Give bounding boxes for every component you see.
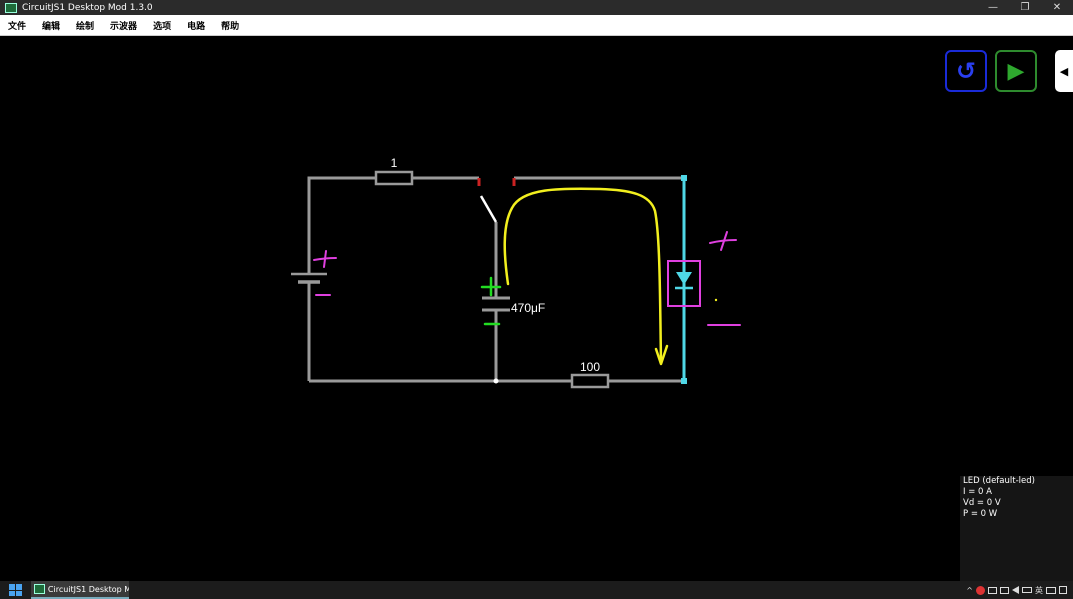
info-power: P = 0 W — [963, 509, 998, 519]
window-controls: — ❐ ✕ — [977, 0, 1073, 15]
maximize-button[interactable]: ❐ — [1020, 2, 1030, 13]
info-voltage: Vd = 0 V — [963, 498, 1001, 508]
battery-polarity-marks — [313, 250, 337, 296]
tray-ime-label[interactable]: 英 — [1035, 585, 1043, 595]
circuit-canvas[interactable]: 1 100 470μF ↺ ▶ — [0, 36, 1073, 581]
menu-circuits[interactable]: 电路 — [187, 21, 206, 32]
wires — [307, 176, 684, 383]
led-polarity-marks — [707, 231, 741, 326]
taskbar-app-circuitjs[interactable]: CircuitJS1 Desktop M... — [31, 581, 129, 599]
app-icon — [5, 2, 17, 13]
capacitor-polarity-marks — [480, 276, 502, 326]
tray-battery-icon[interactable] — [1022, 587, 1032, 593]
menu-scopes[interactable]: 示波器 — [110, 21, 138, 32]
close-button[interactable]: ✕ — [1052, 2, 1062, 13]
junction-node — [493, 378, 499, 384]
reset-button[interactable]: ↺ — [945, 50, 987, 92]
sidebar-toggle[interactable]: ◀ — [1055, 50, 1073, 92]
tray-network-icon[interactable] — [1000, 586, 1009, 594]
taskbar: CircuitJS1 Desktop M... ^ 英 — [0, 581, 1073, 599]
menu-draw[interactable]: 绘制 — [76, 21, 95, 32]
capacitor[interactable] — [482, 296, 510, 312]
current-flow-arrow — [503, 187, 669, 366]
menu-bar: 文件 编辑 绘制 示波器 选项 电路 帮助 — [0, 15, 1073, 36]
resistor-top-label: 1 — [391, 156, 398, 170]
tray-notification-icon[interactable] — [1059, 586, 1067, 594]
tray-display-icon[interactable] — [988, 586, 997, 594]
menu-edit[interactable]: 编辑 — [42, 21, 61, 32]
minimize-button[interactable]: — — [988, 2, 998, 13]
battery[interactable] — [291, 272, 327, 284]
resistor-bottom[interactable] — [570, 373, 610, 389]
led-highlight-box — [667, 260, 701, 307]
capacitor-label: 470μF — [511, 301, 545, 315]
title-bar: CircuitJS1 Desktop Mod 1.3.0 — ❐ ✕ — [0, 0, 1073, 15]
windows-start-icon[interactable] — [9, 584, 23, 596]
run-stop-button[interactable]: ▶ — [995, 50, 1037, 92]
element-info-panel: LED (default-led) I = 0 A Vd = 0 V P = 0… — [960, 476, 1073, 581]
resistor-top[interactable] — [374, 170, 414, 186]
system-tray: ^ 英 — [966, 581, 1067, 599]
menu-file[interactable]: 文件 — [8, 21, 27, 32]
menu-help[interactable]: 帮助 — [221, 21, 240, 32]
tray-volume-icon[interactable] — [1012, 586, 1019, 594]
info-current: I = 0 A — [963, 487, 992, 497]
window-title: CircuitJS1 Desktop Mod 1.3.0 — [22, 2, 153, 13]
yellow-dot — [714, 298, 718, 302]
app-icon — [34, 584, 45, 594]
switch[interactable] — [477, 178, 516, 223]
reset-icon: ↺ — [955, 57, 977, 85]
play-icon: ▶ — [1007, 58, 1025, 84]
circuit-drawing[interactable]: 1 100 470μF — [0, 36, 1073, 581]
tray-chevron-icon[interactable]: ^ — [966, 585, 973, 595]
led[interactable] — [675, 175, 693, 384]
menu-options[interactable]: 选项 — [153, 21, 172, 32]
chevron-left-icon: ◀ — [1059, 64, 1069, 78]
info-element-name: LED (default-led) — [963, 476, 1035, 486]
taskbar-app-label: CircuitJS1 Desktop M... — [47, 584, 129, 594]
tray-app-icon[interactable] — [976, 585, 985, 595]
tray-keyboard-icon[interactable] — [1046, 586, 1056, 594]
resistor-bottom-label: 100 — [580, 360, 600, 374]
